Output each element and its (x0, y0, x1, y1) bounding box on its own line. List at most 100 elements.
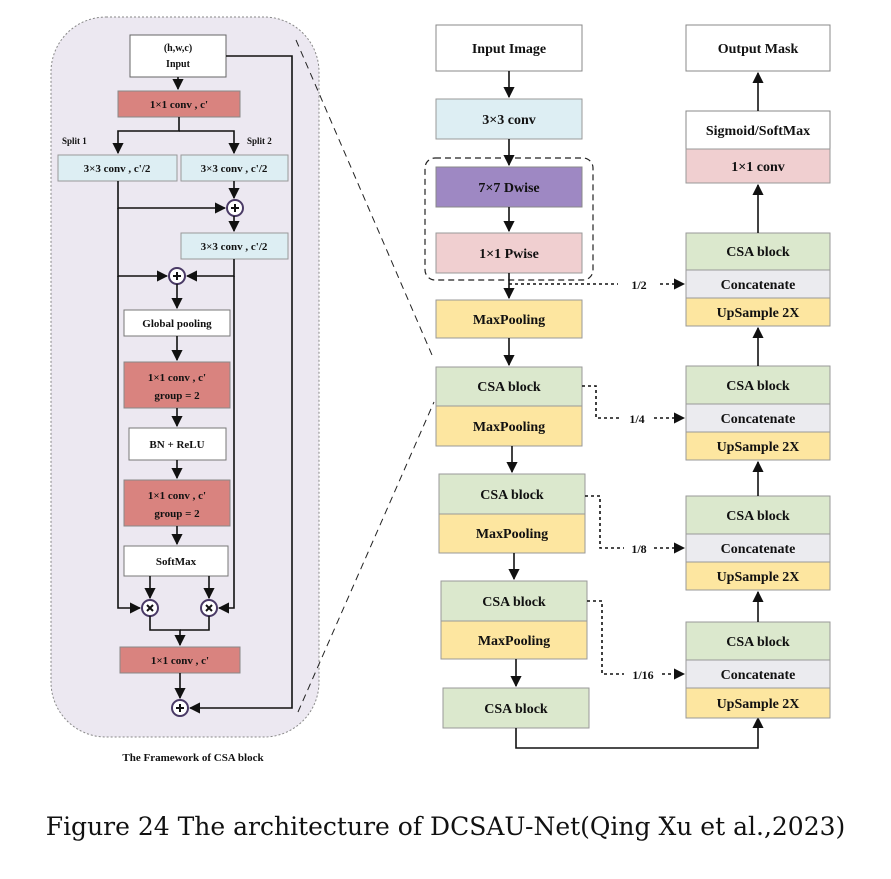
encoder-conv3-label: 3×3 conv (482, 113, 535, 128)
decoder-stage-2: CSA block Concatenate UpSample 2X (685, 365, 831, 461)
decoder-stage-1-upsample (685, 297, 831, 327)
encoder-maxpool-0-label: MaxPooling (473, 313, 545, 328)
encoder-csa-3: CSA block (440, 580, 588, 622)
encoder-csa-bottom: CSA block (442, 687, 590, 729)
csa-split1-conv-label: 3×3 conv , c'/2 (84, 163, 151, 175)
csa-bn-relu-label: BN + ReLU (149, 439, 204, 451)
csa-input-node: (h,w,c) Input (129, 34, 227, 78)
decoder-stage-1: CSA block Concatenate UpSample 2X (685, 232, 831, 327)
decoder-stage-3-upsample-label: UpSample 2X (717, 570, 800, 585)
decoder-stage-1-csa-label: CSA block (726, 245, 790, 260)
encoder-input-image: Input Image (435, 24, 583, 72)
skip-scale-label-2: 1/4 (629, 412, 644, 426)
csa-conv-in-node: 1×1 conv , c' (117, 90, 241, 118)
decoder-final-conv: 1×1 conv (685, 148, 831, 184)
decoder-stage-4-concat (685, 659, 831, 689)
encoder-pwise: 1×1 Pwise (435, 232, 583, 274)
encoder-csa-3-label: CSA block (482, 595, 546, 610)
csa-frame-title: The Framework of CSA block (122, 752, 264, 764)
encoder-csa-bottom-label: CSA block (484, 702, 548, 717)
csa-conv-out-node: 1×1 conv , c' (119, 646, 241, 674)
csa-mul-op-1 (141, 599, 159, 617)
decoder-output-mask-label: Output Mask (718, 42, 799, 57)
decoder-stage-2-concat-label: Concatenate (721, 412, 796, 427)
csa-add-op-1 (226, 199, 244, 217)
csa-add-op-out (171, 699, 189, 717)
encoder-maxpool-2-label: MaxPooling (476, 527, 548, 542)
csa-mul-op-2 (200, 599, 218, 617)
decoder-stage-4-csa (685, 621, 831, 661)
encoder-maxpool-3: MaxPooling (440, 620, 588, 660)
decoder-stage-3-csa-label: CSA block (726, 509, 790, 524)
decoder-stage-1-upsample-label: UpSample 2X (717, 306, 800, 321)
decoder-sigmoid: Sigmoid/SoftMax (685, 110, 831, 150)
decoder-stage-2-upsample-label: UpSample 2X (717, 440, 800, 455)
decoder-stage-4-upsample-label: UpSample 2X (717, 697, 800, 712)
encoder-dwise-label: 7×7 Dwise (478, 181, 539, 196)
csa-group-conv-b-node: 1×1 conv , c' group = 2 (123, 479, 231, 527)
decoder-stage-4-concat-label: Concatenate (721, 668, 796, 683)
csa-input-shape: (h,w,c) (164, 43, 192, 54)
csa-merge-conv-label: 3×3 conv , c'/2 (201, 241, 268, 253)
decoder-stage-3-upsample (685, 561, 831, 591)
csa-softmax-label: SoftMax (156, 556, 197, 568)
csa-group-conv-a-line1: 1×1 conv , c' (148, 372, 206, 384)
csa-merge-conv-node: 3×3 conv , c'/2 (180, 232, 289, 260)
csa-softmax-node: SoftMax (123, 545, 229, 577)
csa-global-pooling-label: Global pooling (142, 318, 212, 330)
encoder-csa-2: CSA block (438, 473, 586, 515)
decoder-stage-3-concat-label: Concatenate (721, 542, 796, 557)
decoder-final-conv-label: 1×1 conv (731, 160, 784, 175)
csa-group-conv-b-line2: group = 2 (154, 508, 200, 520)
decoder-stage-2-csa (685, 365, 831, 405)
csa-split1-conv-node: 3×3 conv , c'/2 (57, 154, 178, 182)
csa-split2-conv-label: 3×3 conv , c'/2 (201, 163, 268, 175)
csa-split1-label: Split 1 (62, 136, 87, 146)
encoder-csa-2-label: CSA block (480, 488, 544, 503)
csa-split2-conv-node: 3×3 conv , c'/2 (180, 154, 289, 182)
encoder-csa-1-label: CSA block (477, 380, 541, 395)
decoder-sigmoid-label: Sigmoid/SoftMax (706, 124, 810, 139)
encoder-maxpool-0: MaxPooling (435, 299, 583, 339)
decoder-stage-2-upsample (685, 431, 831, 461)
skip-connections (509, 278, 686, 680)
csa-group-conv-a-node: 1×1 conv , c' group = 2 (123, 361, 231, 409)
encoder-connectors (503, 71, 764, 749)
encoder-maxpool-3-label: MaxPooling (478, 634, 550, 649)
decoder-stage-2-csa-label: CSA block (726, 379, 790, 394)
decoder-stage-4-upsample (685, 687, 831, 719)
csa-add-op-2 (168, 267, 186, 285)
csa-group-conv-b-line1: 1×1 conv , c' (148, 490, 206, 502)
skip-scale-label-4: 1/16 (632, 668, 653, 682)
encoder-maxpool-1-label: MaxPooling (473, 420, 545, 435)
decoder-stage-3-csa (685, 495, 831, 535)
decoder-stage-1-csa (685, 232, 831, 271)
decoder-stage-2-concat (685, 403, 831, 433)
decoder-output-mask: Output Mask (685, 24, 831, 72)
csa-group-conv-a-line2: group = 2 (154, 390, 200, 402)
decoder-stage-1-concat (685, 269, 831, 299)
zoom-line-top (295, 39, 433, 356)
decoder-stage-4-csa-label: CSA block (726, 635, 790, 650)
csa-conv-out-label: 1×1 conv , c' (151, 655, 209, 667)
encoder-dwise: 7×7 Dwise (435, 166, 583, 208)
skip-scale-label-1: 1/2 (631, 278, 646, 292)
decoder-stage-1-concat-label: Concatenate (721, 278, 796, 293)
encoder-pwise-label: 1×1 Pwise (479, 247, 539, 262)
decoder-stage-3: CSA block Concatenate UpSample 2X (685, 495, 831, 591)
figure-caption: Figure 24 The architecture of DCSAU-Net(… (45, 812, 846, 841)
skip-scale-label-3: 1/8 (631, 542, 646, 556)
decoder-stage-4: CSA block Concatenate UpSample 2X (685, 621, 831, 719)
csa-bn-relu-node: BN + ReLU (128, 427, 227, 461)
decoder-stage-3-concat (685, 533, 831, 563)
encoder-maxpool-1: MaxPooling (435, 405, 583, 447)
csa-connectors (112, 55, 293, 714)
zoom-line-bottom (297, 401, 435, 713)
encoder-input-image-label: Input Image (472, 42, 546, 57)
csa-conv-in-label: 1×1 conv , c' (150, 99, 208, 111)
csa-global-pooling-node: Global pooling (123, 309, 231, 337)
csa-split2-label: Split 2 (247, 136, 272, 146)
encoder-csa-1: CSA block (435, 366, 583, 407)
